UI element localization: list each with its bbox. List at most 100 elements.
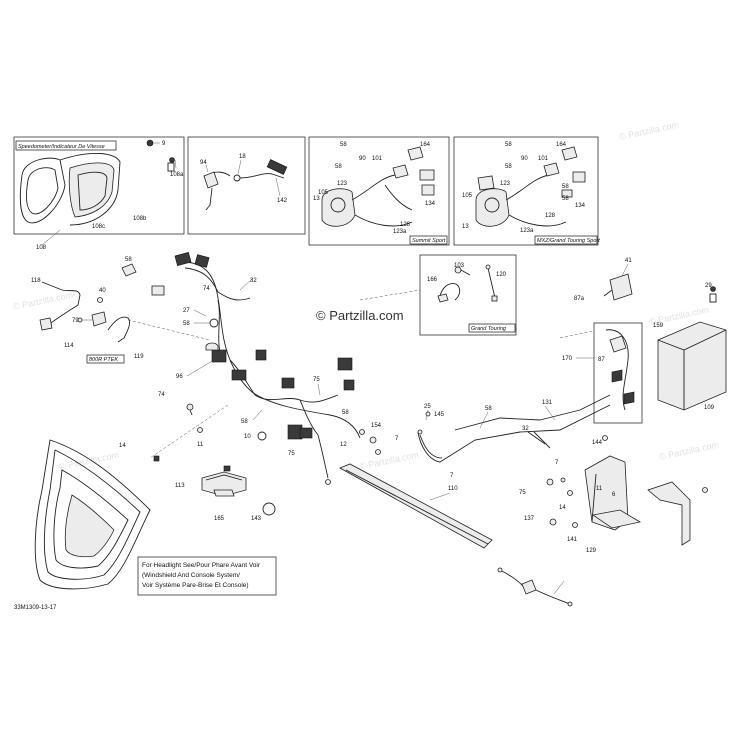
- callout: 7: [555, 460, 559, 466]
- callout: 120: [496, 272, 507, 278]
- callout: 29: [705, 283, 712, 289]
- callout: 105: [462, 193, 473, 199]
- headlight-outline: [34, 439, 151, 590]
- callout: 94: [200, 160, 207, 166]
- callout: 164: [556, 142, 567, 148]
- callout: 58: [340, 142, 347, 148]
- ptek-group: 118 40 79 114 119 800R PTEK: [31, 278, 144, 364]
- battery-group: 41 87a 29 159 170 87 109: [562, 258, 727, 424]
- callout: 41: [625, 258, 632, 264]
- note-line: Voir Système Pare-Brise Et Console): [142, 582, 249, 589]
- harness-129: [497, 567, 573, 607]
- callout: 87: [598, 357, 605, 363]
- callout: 131: [542, 400, 553, 406]
- callout: 108b: [133, 216, 147, 222]
- callout: 14: [559, 505, 566, 511]
- routing-line: [559, 329, 599, 339]
- callout: 123a: [393, 229, 407, 235]
- bracket-group: 7 75 14 137 141 6 129 144 11: [519, 435, 708, 554]
- callout: 108: [36, 245, 47, 251]
- callout: 58: [342, 410, 349, 416]
- main-harness: 32 27 58 58 96 75 58 75 10 12: [121, 251, 361, 485]
- routing-line: [149, 404, 229, 459]
- speedometer-box-title: Speedometer/Indicateur De Vitesse: [18, 144, 105, 150]
- callout: 144: [592, 440, 603, 446]
- callout: 137: [524, 516, 535, 522]
- callout: 164: [420, 142, 431, 148]
- callout: 108a: [170, 172, 184, 178]
- harness-extension-box: 94 18 142: [187, 136, 306, 235]
- callout: 129: [586, 548, 597, 554]
- callout: 114: [64, 343, 74, 349]
- callout: 75: [519, 490, 526, 496]
- callout: 134: [425, 201, 436, 207]
- callout: 101: [538, 156, 549, 162]
- callout: 128: [400, 222, 411, 228]
- note-line: (Windshield And Console System/: [142, 572, 240, 579]
- callout: 105: [318, 190, 329, 196]
- callout: 32: [522, 426, 529, 432]
- callout: 13: [313, 196, 320, 202]
- callout: 109: [704, 405, 715, 411]
- callout: 154: [371, 423, 382, 429]
- ptek-title: 800R PTEK: [89, 357, 118, 363]
- callout: 118: [31, 278, 41, 284]
- callout: 58: [335, 164, 342, 170]
- routing-line: [127, 319, 211, 341]
- callout: 87a: [574, 296, 585, 302]
- mxz-box: 58 164 58 90 101 123 105 13 128 123a 134…: [453, 136, 600, 246]
- partzilla-watermark: © Partzilla.com: [316, 308, 404, 323]
- callout: 119: [134, 354, 144, 360]
- speedometer-cluster: [19, 139, 175, 226]
- callout: 74: [203, 286, 210, 292]
- callout: 108c: [92, 224, 105, 230]
- callout: 9: [162, 141, 166, 147]
- callout: 58: [505, 142, 512, 148]
- routing-line: [359, 289, 421, 301]
- callout: 165: [214, 516, 225, 522]
- headlight-note: For Headlight See/Pour Phare Avant Voir …: [137, 556, 277, 596]
- callout: 18: [239, 154, 246, 160]
- callout: 74: [158, 392, 165, 398]
- callout: 170: [562, 356, 573, 362]
- callout: 11: [596, 486, 603, 492]
- note-line: For Headlight See/Pour Phare Avant Voir: [142, 562, 261, 569]
- callout: 10: [244, 434, 251, 440]
- summit-sport-box: 58 164 58 90 101 123 105 13 128 123a 134…: [308, 136, 450, 246]
- callout: 58: [241, 419, 248, 425]
- callout: 75: [288, 451, 295, 457]
- callout: 13: [462, 224, 469, 230]
- callout: 14: [119, 443, 126, 449]
- callout: 58: [562, 196, 569, 202]
- callout: 141: [567, 537, 578, 543]
- callout: 90: [521, 156, 528, 162]
- callout: 145: [434, 412, 445, 418]
- callout: 58: [125, 257, 132, 263]
- callout: 123a: [520, 228, 534, 234]
- callout: 75: [313, 377, 320, 383]
- callout: 58: [505, 164, 512, 170]
- callout: 103: [454, 263, 465, 269]
- callout: 123: [500, 181, 511, 187]
- callout: 96: [176, 374, 183, 380]
- callout: 7: [450, 473, 454, 479]
- fuse-block-group: 113 165 143: [175, 465, 276, 522]
- mxz-title: MXZ/Grand Touring Sport: [537, 238, 600, 244]
- callout: 134: [575, 203, 586, 209]
- speedometer-box: Speedometer/Indicateur De Vitesse 9 108a…: [13, 136, 185, 251]
- callout: 143: [251, 516, 262, 522]
- summit-sport-title: Summit Sport: [412, 238, 446, 244]
- grand-touring-box: 166 103 120 Grand Touring: [419, 254, 517, 336]
- callout: 58: [183, 321, 190, 327]
- callout: 79: [72, 318, 79, 324]
- cable-routing: 25 145 58 131 32 7: [417, 394, 611, 479]
- callout: 128: [545, 213, 556, 219]
- cover-strip: 110: [339, 463, 493, 549]
- grand-touring-title: Grand Touring: [471, 326, 507, 332]
- callout: 159: [653, 323, 664, 329]
- callout: 7: [395, 436, 399, 442]
- callout: 110: [448, 486, 458, 492]
- callout: 58: [485, 406, 492, 412]
- callout: 11: [197, 442, 204, 448]
